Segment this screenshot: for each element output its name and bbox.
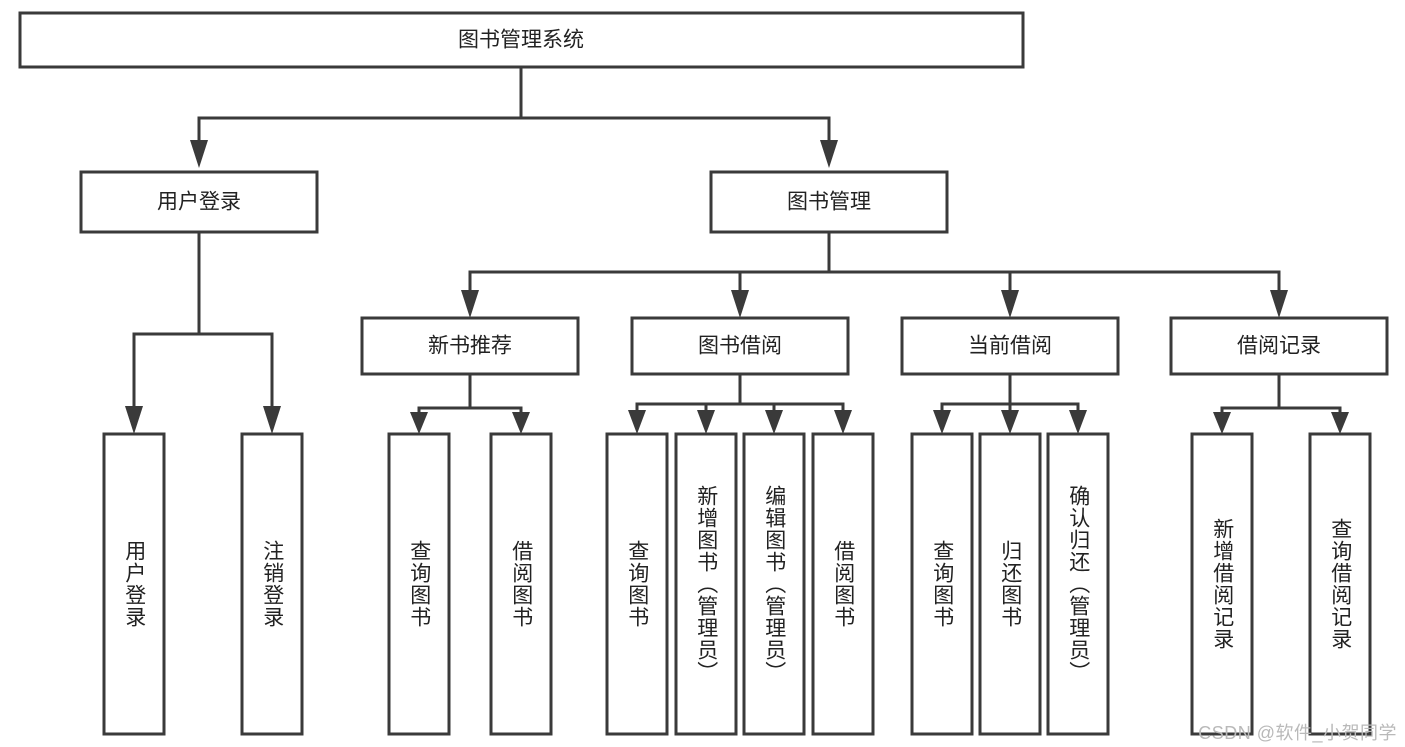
node-root[interactable]: 图书管理系统: [18, 11, 1025, 69]
node-leaf-return-book-rect[interactable]: [978, 432, 1042, 736]
node-leaf-query-book-3-rect[interactable]: [910, 432, 974, 736]
node-leaf-add-book-rect[interactable]: [674, 432, 738, 736]
leaf-boxes: [102, 432, 1372, 736]
node-leaf-query-record-rect[interactable]: [1308, 432, 1372, 736]
node-borrow-record[interactable]: 借阅记录: [1169, 316, 1389, 376]
node-user-login[interactable]: 用户登录: [79, 170, 319, 234]
node-book-borrow[interactable]: 图书借阅: [630, 316, 850, 376]
connector-root-to-level2: [190, 65, 838, 168]
node-user-login-rect: [79, 170, 319, 234]
connector-book-borrow-to-leaves: [628, 372, 852, 434]
node-borrow-record-label: 借阅记录: [1237, 335, 1321, 358]
node-leaf-borrow-book-2-rect[interactable]: [811, 432, 875, 736]
node-user-login-label: 用户登录: [157, 191, 241, 214]
node-root-rect: [18, 11, 1025, 69]
node-leaf-borrow-book-1-rect[interactable]: [489, 432, 553, 736]
csdn-watermark: CSDN @软件_小贺同学: [1198, 723, 1397, 743]
node-new-book-rec[interactable]: 新书推荐: [360, 316, 580, 376]
node-book-manage[interactable]: 图书管理: [709, 170, 949, 234]
connector-book-manage-to-level3: [461, 230, 1288, 318]
node-leaf-user-login-rect[interactable]: [102, 432, 166, 736]
connector-borrow-record-to-leaves: [1213, 372, 1349, 434]
connector-current-borrow-to-leaves: [933, 372, 1087, 434]
node-leaf-query-book-1-rect[interactable]: [387, 432, 451, 736]
connector-new-book-rec-to-leaves: [410, 372, 530, 434]
node-leaf-query-book-2-rect[interactable]: [605, 432, 669, 736]
node-leaf-confirm-return-rect[interactable]: [1046, 432, 1110, 736]
node-current-borrow-rect: [900, 316, 1120, 376]
node-book-manage-label: 图书管理: [787, 191, 871, 214]
node-current-borrow-label: 当前借阅: [968, 335, 1052, 358]
node-leaf-user-logout-rect[interactable]: [240, 432, 304, 736]
node-new-book-rec-rect: [360, 316, 580, 376]
node-current-borrow[interactable]: 当前借阅: [900, 316, 1120, 376]
node-leaf-edit-book-rect[interactable]: [742, 432, 806, 736]
connector-user-login-to-leaves: [125, 230, 281, 434]
node-root-label: 图书管理系统: [458, 29, 584, 52]
node-new-book-rec-label: 新书推荐: [428, 335, 512, 358]
node-book-borrow-label: 图书借阅: [698, 335, 782, 358]
node-leaf-add-record-rect[interactable]: [1190, 432, 1254, 736]
